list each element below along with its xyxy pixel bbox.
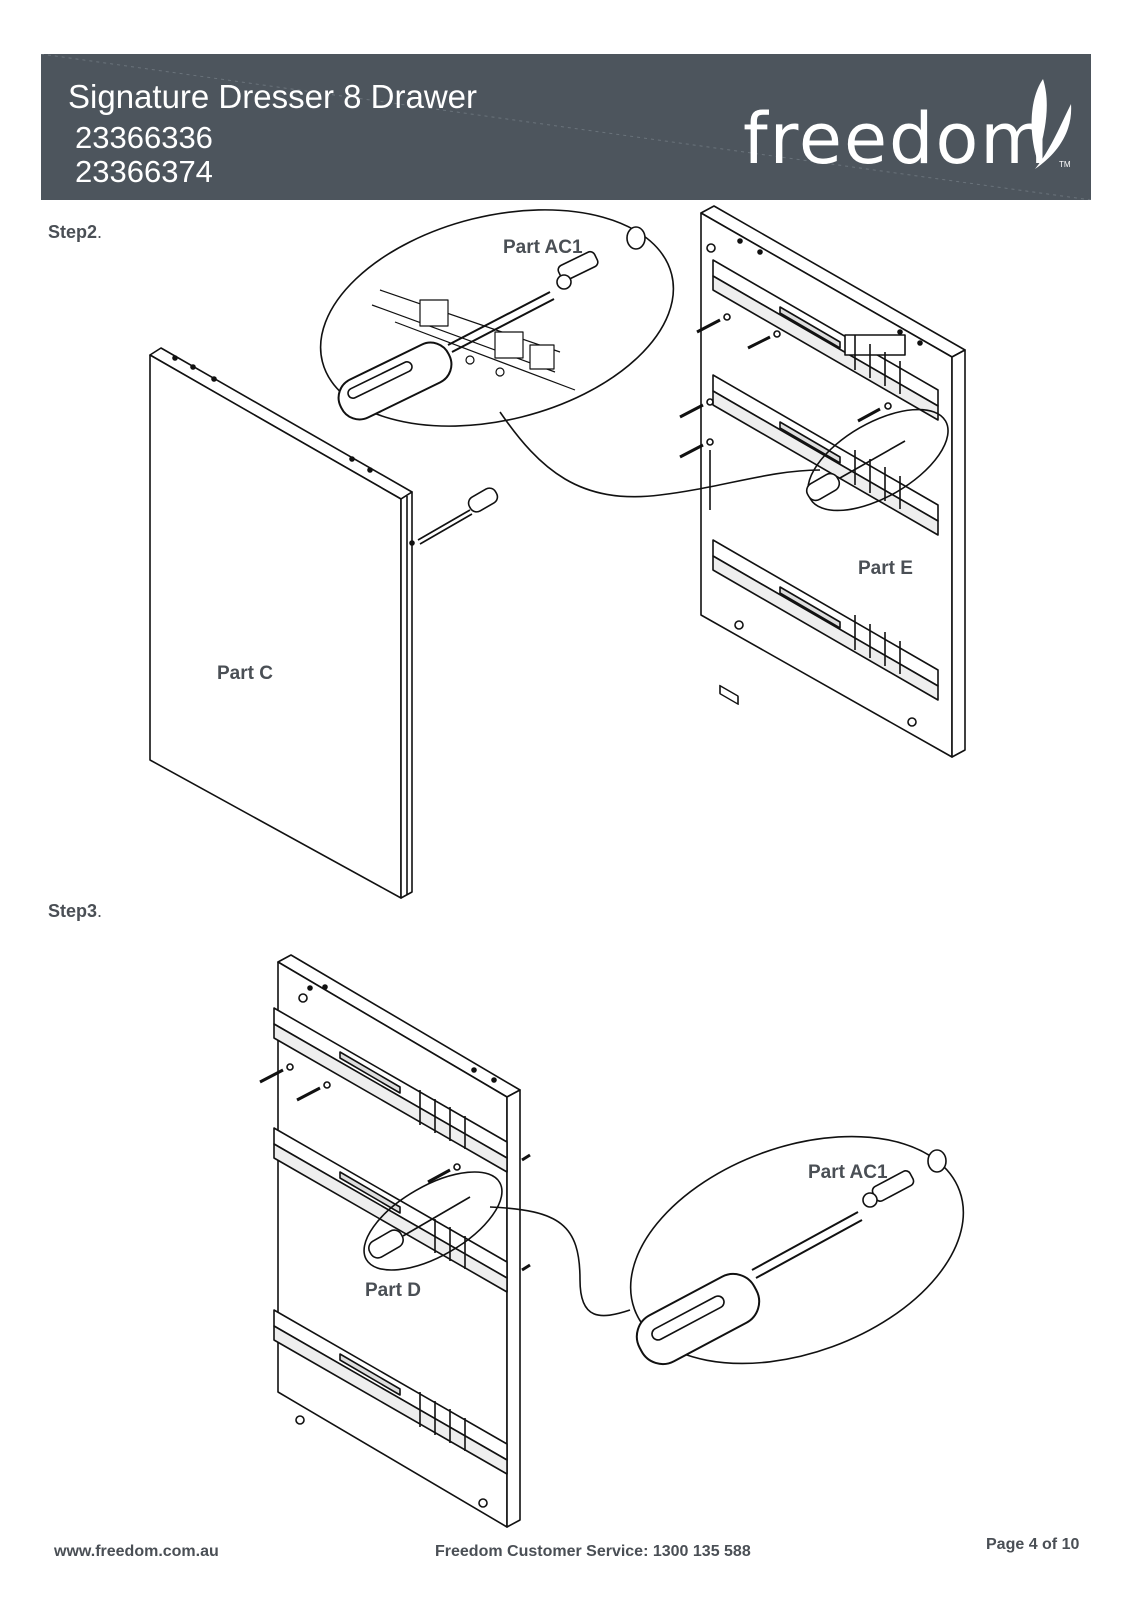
brand-logo-text: freedom	[743, 98, 1051, 180]
runner-d-1	[273, 1007, 508, 1173]
step2-zoom-bubble	[319, 209, 821, 498]
screwdriver-in-zoom-e	[805, 440, 906, 502]
leaf-logo-icon	[1031, 79, 1072, 169]
part-c-panel-drawing	[149, 347, 415, 899]
product-code-2: 23366374	[75, 154, 213, 189]
step3-zoom-bubble	[489, 1135, 965, 1366]
product-code-1: 23366336	[75, 120, 213, 155]
footer-website: www.freedom.com.au	[54, 1543, 219, 1560]
screwdriver-in-zoom-d	[368, 1196, 471, 1259]
step-2-heading: Step2.	[48, 222, 102, 243]
step-2-suffix: .	[97, 222, 103, 242]
footer-page-number: Page 4 of 10	[986, 1536, 1080, 1553]
step-3-heading: Step3.	[48, 901, 102, 922]
runner-e-1	[712, 259, 939, 706]
runner-d-2	[273, 1127, 508, 1293]
header-decoration	[41, 54, 1091, 200]
label-part-d: Part D	[365, 1280, 421, 1301]
runner-e-3	[712, 539, 939, 701]
label-part-e: Part E	[858, 558, 913, 579]
label-part-c: Part C	[217, 663, 273, 684]
header-banner: Signature Dresser 8 Drawer 23366336 2336…	[41, 54, 1091, 200]
trademark-mark: TM	[1059, 160, 1071, 169]
screwdriver-small-step2	[417, 487, 499, 545]
cam-bolts-e	[679, 313, 892, 459]
part-d-panel-drawing	[259, 954, 531, 1528]
runner-d-3	[273, 1309, 508, 1475]
document-title: Signature Dresser 8 Drawer	[68, 78, 477, 115]
cam-bolts-d	[259, 1063, 531, 1272]
step-3-label: Step3	[48, 901, 98, 921]
label-part-ac1-step2: Part AC1	[503, 237, 583, 258]
footer-customer-service: Freedom Customer Service: 1300 135 588	[435, 1543, 751, 1560]
label-part-ac1-step3: Part AC1	[808, 1162, 888, 1183]
step-3-suffix: .	[97, 901, 103, 921]
part-e-panel-drawing	[679, 205, 966, 758]
step-2-label: Step2	[48, 222, 98, 242]
